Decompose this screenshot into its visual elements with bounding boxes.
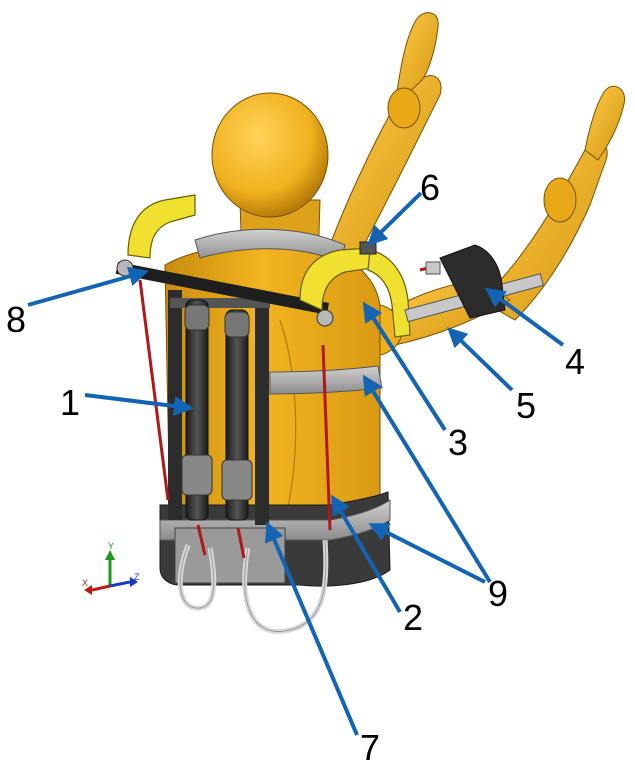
callout-2: 2 xyxy=(403,597,424,638)
shoulder-brackets xyxy=(127,194,411,338)
arrow-9a xyxy=(362,374,492,584)
callout-6: 6 xyxy=(420,167,441,208)
callout-7: 7 xyxy=(360,727,381,765)
actuator-tubes xyxy=(181,299,253,521)
arrow-2 xyxy=(330,494,402,614)
callout-arrows xyxy=(27,191,565,736)
arrow-7 xyxy=(265,521,359,736)
left-raised-arm xyxy=(329,12,442,263)
axis-triad: Y X Z xyxy=(82,541,140,595)
arrow-6 xyxy=(367,191,423,246)
callout-1: 1 xyxy=(60,382,81,423)
callout-3: 3 xyxy=(448,422,469,463)
arrow-8 xyxy=(27,266,149,307)
back-frame xyxy=(168,290,270,525)
axis-x-label: X xyxy=(82,578,88,588)
callout-5: 5 xyxy=(516,385,537,426)
arrow-1 xyxy=(84,393,194,416)
arrow-9b xyxy=(368,523,486,584)
arrow-3 xyxy=(362,301,447,432)
torso-strap-upper xyxy=(269,365,383,395)
axis-z-label: Z xyxy=(134,572,140,582)
callout-8: 8 xyxy=(6,299,27,340)
arrow-4 xyxy=(484,287,565,347)
callout-9: 9 xyxy=(488,573,509,614)
callout-4: 4 xyxy=(565,341,586,382)
arrow-5 xyxy=(447,327,514,392)
axis-y-label: Y xyxy=(108,541,114,551)
